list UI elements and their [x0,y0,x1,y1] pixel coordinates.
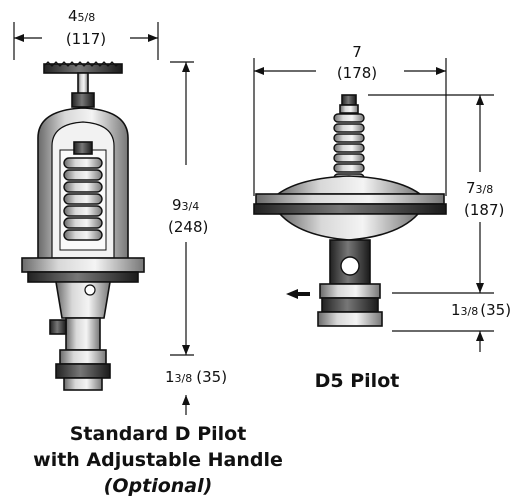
svg-text:45/8: 45/8 [68,7,95,25]
right-height-fraction: 3/8 [476,183,494,196]
left-caption-line1: Standard D Pilot [70,423,247,445]
right-height-whole: 7 [466,179,476,197]
right-width-mm: (178) [337,64,377,82]
left-height-fraction: 3/4 [182,200,200,213]
right-dimension-lines [253,58,494,352]
left-width-whole: 4 [68,7,78,25]
left-caption-line3: (Optional) [104,475,213,497]
pilot-spring [63,157,103,241]
left-bottom-whole: 1 [165,368,175,386]
svg-text:13/8(35): 13/8(35) [451,301,511,319]
left-width-mm: (117) [66,30,106,48]
svg-text:73/8: 73/8 [466,179,493,197]
left-width-fraction: 5/8 [78,11,96,24]
d5-spring [333,113,365,183]
left-bottom-fraction: 3/8 [175,372,193,385]
svg-text:93/4: 93/4 [172,196,199,214]
right-height-mm: (187) [464,201,504,219]
right-bottom-whole: 1 [451,301,461,319]
left-height-mm: (248) [168,218,208,236]
pilot-flange [21,257,145,273]
d5-diaphragm-flange [255,193,445,205]
standard-d-pilot-illustration [21,61,145,391]
d5-pilot-illustration [253,94,447,327]
right-width-in: 7 [352,43,362,61]
svg-text:13/8(35): 13/8(35) [165,368,227,386]
right-caption: D5 Pilot [315,370,400,392]
left-caption-line2: with Adjustable Handle [33,449,283,471]
left-dimension-lines [13,22,194,415]
left-height-whole: 9 [172,196,182,214]
right-bottom-mm: (35) [480,301,511,319]
flow-arrow-icon [286,289,310,299]
left-bottom-mm: (35) [196,368,227,386]
right-bottom-fraction: 3/8 [461,305,479,318]
